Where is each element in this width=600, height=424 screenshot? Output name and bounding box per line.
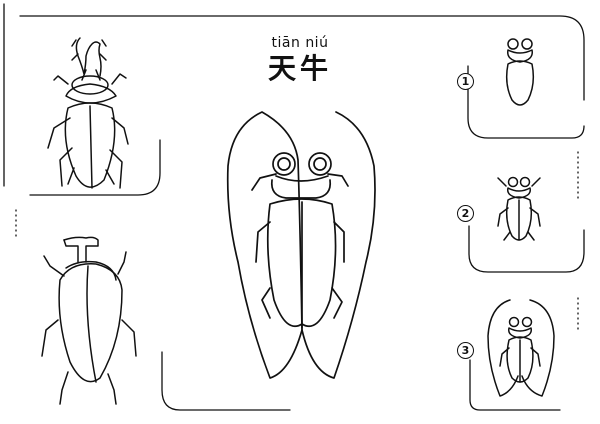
step-3-badge: 3 — [457, 342, 474, 359]
page-frame — [3, 3, 585, 411]
stag-beetle-drawing — [47, 37, 129, 189]
step-1-badge: 1 — [457, 73, 474, 90]
title-pinyin: tiān niú — [271, 35, 329, 51]
beetle-body-drawing — [41, 236, 137, 405]
title-hanzi: 天牛 — [267, 52, 332, 85]
beetle-legs-sketch — [497, 176, 541, 241]
step-2-badge: 2 — [457, 205, 474, 222]
title-block: tiān niú 天牛 — [230, 34, 370, 86]
beetle-wings-sketch — [487, 299, 555, 397]
beetle-head-body-sketch — [505, 38, 535, 106]
longhorn-beetle-main-drawing — [226, 111, 376, 379]
